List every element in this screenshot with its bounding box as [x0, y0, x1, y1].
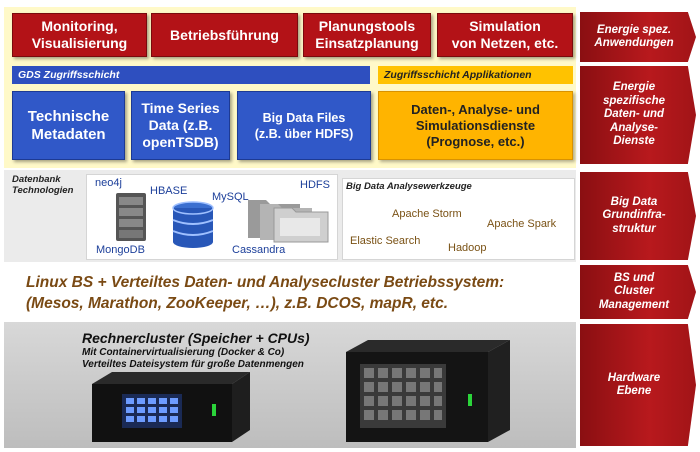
hardware-title: Rechnercluster (Speicher + CPUs)	[82, 330, 310, 346]
server-rack-icon	[92, 372, 250, 442]
server-rack-icon	[346, 340, 510, 442]
tool-hadoop: Hadoop	[448, 242, 487, 254]
os-layer-band	[4, 264, 576, 321]
db-hbase: HBASE	[150, 185, 188, 197]
app-box-monitoring: Monitoring, Visualisierung	[12, 13, 147, 57]
db-mongodb: MongoDB	[96, 244, 145, 256]
server-icon	[116, 193, 146, 241]
tool-elastic-search: Elastic Search	[350, 235, 421, 247]
app-access-layer-bar: Zugriffsschicht Applikationen	[378, 66, 573, 84]
app-box-simulation: Simulation von Netzen, etc.	[437, 13, 573, 57]
big-data-files-box: Big Data Files (z.B. über HDFS)	[237, 91, 371, 160]
tool-apache-storm: Apache Storm	[392, 208, 462, 220]
db-hdfs: HDFS	[300, 179, 330, 191]
layer-arrow-bigdata: Big Data Grundinfra- struktur	[580, 172, 696, 260]
app-box-planungstools: Planungstools Einsatzplanung	[303, 13, 431, 57]
tool-apache-spark: Apache Spark	[487, 218, 557, 230]
db-technologies-label: Datenbank Technologien	[12, 174, 74, 196]
hardware-subtitle-1: Mit Containervirtualisierung (Docker & C…	[82, 347, 285, 358]
technical-metadata-box: Technische Metadaten	[12, 91, 125, 160]
layer-arrow-apps: Energie spez. Anwendungen	[580, 12, 696, 62]
db-mysql: MySQL	[212, 191, 249, 203]
app-box-betriebsfuehrung: Betriebsführung	[151, 13, 298, 57]
os-cluster-description: Linux BS + Verteiltes Daten- und Analyse…	[26, 274, 505, 312]
layer-arrow-services: Energie spezifische Daten- und Analyse- …	[580, 66, 696, 164]
gds-access-layer-bar: GDS Zugriffsschicht	[12, 66, 370, 84]
analysis-tools-panel	[342, 178, 575, 260]
analysis-tools-label: Big Data Analysewerkzeuge	[346, 181, 472, 192]
data-analysis-services-box: Daten-, Analyse- und Simulationsdienste …	[378, 91, 573, 160]
hardware-subtitle-2: Verteiltes Dateisystem für große Datenme…	[82, 359, 304, 370]
layer-arrow-hardware: Hardware Ebene	[580, 324, 696, 446]
database-icon	[172, 201, 214, 248]
folders-icon	[248, 200, 329, 243]
time-series-box: Time Series Data (z.B. openTSDB)	[131, 91, 230, 160]
db-neo4j: neo4j	[95, 177, 122, 189]
layer-arrow-os: BS und Cluster Management	[580, 265, 696, 319]
db-cassandra: Cassandra	[232, 244, 286, 256]
